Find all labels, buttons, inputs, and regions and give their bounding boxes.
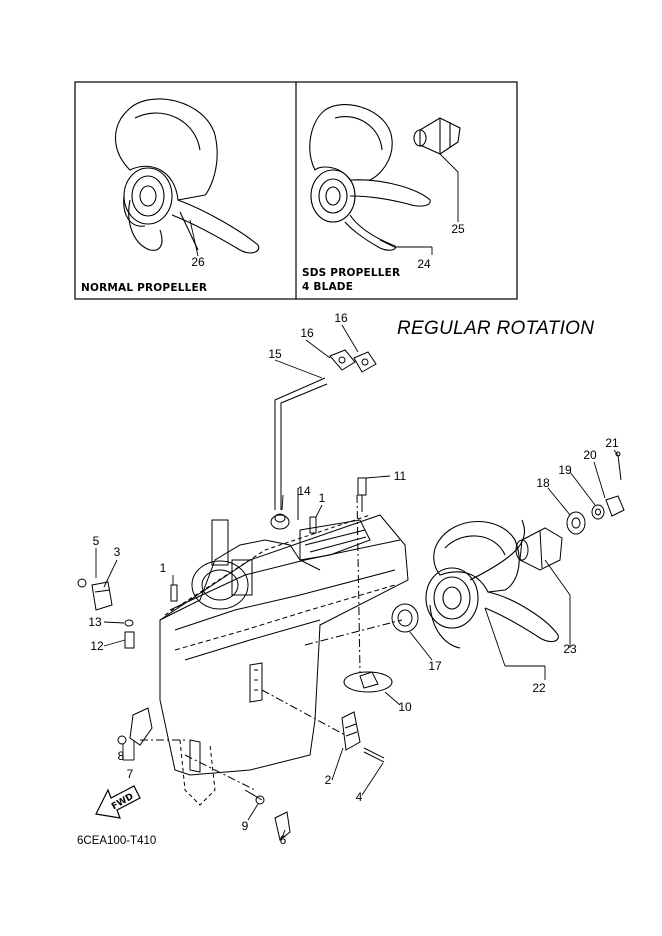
callout-4: 4 — [355, 790, 363, 804]
sds-propeller-label-line2: 4 BLADE — [302, 281, 354, 293]
callout-22: 22 — [532, 681, 546, 695]
lower-unit-drawing — [140, 488, 409, 806]
callout-14: 14 — [297, 484, 311, 498]
small-parts-drawing — [77, 451, 625, 841]
callout-5: 5 — [92, 534, 100, 548]
callout-11: 11 — [393, 469, 407, 483]
callout-6: 6 — [279, 833, 287, 847]
callout-9: 9 — [241, 819, 249, 833]
callout-25: 25 — [451, 222, 465, 236]
callout-1: 1 — [159, 561, 167, 575]
callout-16: 16 — [334, 311, 348, 325]
fwd-arrow-icon — [95, 785, 141, 819]
callout-24: 24 — [417, 257, 431, 271]
callout-21: 21 — [605, 436, 619, 450]
normal-propeller-label: NORMAL PROPELLER — [81, 282, 208, 294]
callout-16: 16 — [300, 326, 314, 340]
water-pipe-drawing — [270, 349, 377, 530]
callout-23: 23 — [563, 642, 577, 656]
callout-7: 7 — [126, 767, 134, 781]
propeller-inset-box — [74, 81, 518, 300]
callout-26: 26 — [191, 255, 205, 269]
main-propeller-drawing — [425, 519, 559, 649]
callout-17: 17 — [428, 659, 442, 673]
callout-2: 2 — [324, 773, 332, 787]
rotation-label: REGULAR ROTATION — [397, 318, 595, 339]
callout-3: 3 — [113, 545, 121, 559]
callout-18: 18 — [536, 476, 550, 490]
callout-19: 19 — [558, 463, 572, 477]
callout-13: 13 — [88, 615, 102, 629]
sds-propeller-drawing — [309, 104, 461, 251]
normal-propeller-drawing — [115, 98, 260, 254]
callout-10: 10 — [398, 700, 412, 714]
callout-1: 1 — [318, 491, 326, 505]
callout-12: 12 — [90, 639, 104, 653]
sds-propeller-label-line1: SDS PROPELLER — [302, 267, 401, 279]
diagram-code: 6CEA100-T410 — [77, 835, 157, 847]
callout-8: 8 — [117, 749, 125, 763]
callout-15: 15 — [268, 347, 282, 361]
callout-20: 20 — [583, 448, 597, 462]
leader-lines — [95, 153, 619, 839]
